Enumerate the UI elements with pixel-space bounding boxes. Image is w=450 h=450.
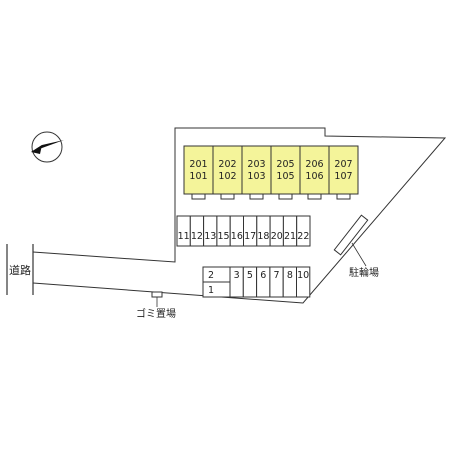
bicycle-parking-label: 駐輪場 (349, 266, 379, 279)
unit-number-upper: 207 (334, 159, 352, 170)
parking-stall: 6 (256, 266, 271, 298)
parking-stall-number: 22 (297, 231, 309, 242)
parking-stall: 21 (282, 215, 298, 247)
parking-stall-number: 17 (244, 231, 256, 242)
parking-stall: 17 (243, 215, 258, 247)
parking-stall-number: 11 (178, 231, 190, 242)
parking-stall-number: 1 (208, 285, 214, 296)
parking-stall-number: 15 (218, 231, 230, 242)
unit-number-lower: 103 (247, 171, 265, 182)
parking-stall-number: 21 (284, 231, 296, 242)
parking-stall: 12 (189, 215, 205, 247)
parking-stall-number: 6 (260, 270, 266, 281)
parking-stall: 5 (242, 266, 258, 298)
parking-stall-number: 12 (191, 231, 203, 242)
site-boundary (32, 127, 447, 304)
garbage-area: ゴミ置場 (136, 291, 176, 320)
parking-stall: 7 (269, 266, 284, 298)
unit-number-upper: 203 (247, 159, 265, 170)
bicycle-parking: 駐輪場 (333, 214, 379, 279)
parking-stall: 18 (256, 215, 271, 247)
parking-stall-number: 5 (247, 270, 253, 281)
parking-stall-number: 3 (234, 270, 240, 281)
unit-number-lower: 102 (218, 171, 236, 182)
unit-number-lower: 105 (276, 171, 294, 182)
parking-stall-stacked: 21 (202, 266, 231, 298)
parking-stall: 20 (269, 215, 284, 247)
parking-stall-number: 8 (287, 270, 293, 281)
parking-stall: 10 (296, 266, 311, 298)
parking-stall-number: 7 (274, 270, 280, 281)
parking-stall-number: 13 (204, 231, 216, 242)
unit-number-upper: 205 (276, 159, 294, 170)
parking-stall: 22 (296, 215, 311, 247)
parking-stall: 8 (282, 266, 298, 298)
unit-number-upper: 201 (189, 159, 207, 170)
road-label: 道路 (9, 263, 31, 277)
unit-number-lower: 101 (189, 171, 207, 182)
parking-stall: 3 (229, 266, 244, 298)
north-arrow-icon (31, 131, 64, 163)
parking-stall-number: 20 (271, 231, 283, 242)
parking-stall-number: 2 (208, 270, 214, 281)
unit-number-lower: 106 (305, 171, 323, 182)
unit-number-upper: 206 (305, 159, 323, 170)
parking-stall-number: 18 (257, 231, 269, 242)
parking-stall: 13 (203, 215, 218, 247)
parking-stall: 15 (216, 215, 231, 247)
garbage-area-label: ゴミ置場 (136, 307, 176, 320)
parking-stall-number: 10 (297, 270, 309, 281)
unit-number-lower: 107 (334, 171, 352, 182)
unit-number-upper: 202 (218, 159, 236, 170)
parking-stall-number: 16 (231, 231, 243, 242)
parking-stall: 16 (229, 215, 244, 247)
parking-stall: 11 (176, 215, 191, 247)
